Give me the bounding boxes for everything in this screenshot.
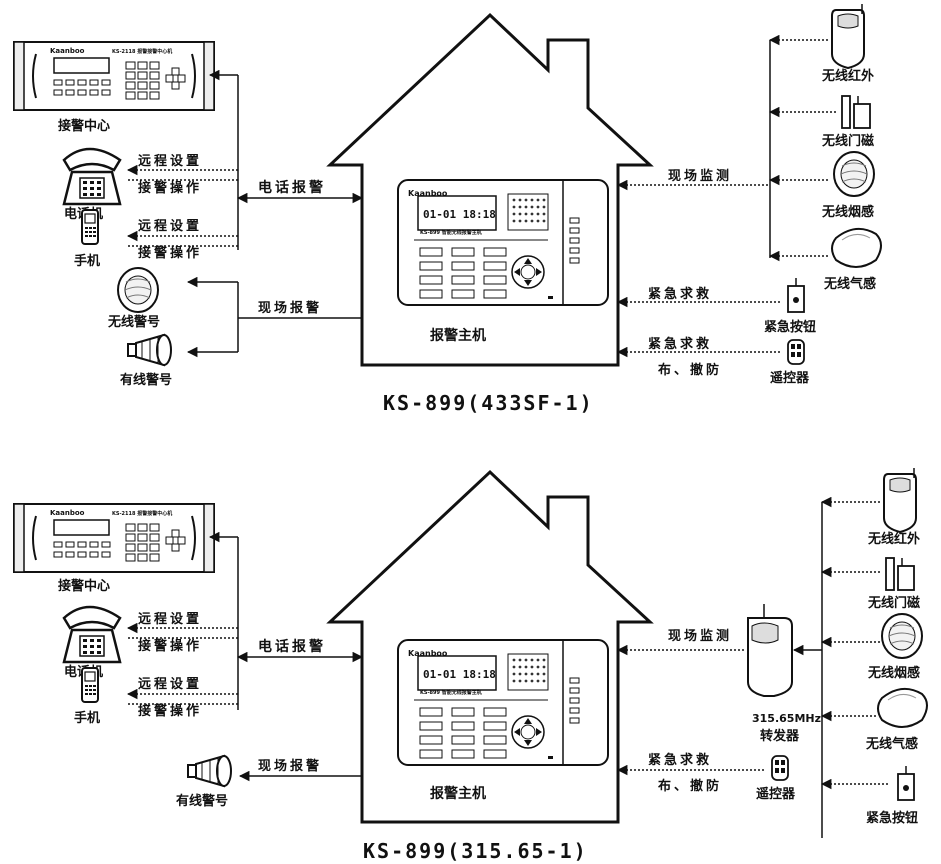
alarm-host-panel [397, 179, 609, 306]
wireless-siren-icon [117, 267, 159, 313]
remote-setting-2: 远程设置 [138, 219, 202, 234]
panel-brand: Kaanboo [408, 189, 448, 198]
wireless-door-label: 无线门磁 [867, 595, 920, 611]
wireless-siren-label: 无线警号 [107, 314, 160, 330]
wireless-pir-label: 无线红外 [867, 531, 920, 547]
repeater-icon [747, 604, 793, 697]
repeater-freq-label: 315.65MHz [752, 712, 821, 725]
alarm-host-panel [397, 639, 609, 766]
center-model: KS-2118 报警接警中心机 [112, 510, 172, 517]
phone-alarm-label: 电话报警 [258, 638, 326, 655]
alarm-operation-2: 接警操作 [138, 245, 202, 261]
remote-control-label: 遥控器 [770, 370, 810, 386]
emergency-button-icon [897, 765, 915, 801]
remote-control-icon [787, 339, 805, 365]
phone-alarm-label: 电话报警 [258, 179, 326, 196]
wireless-gas-label: 无线气感 [823, 276, 876, 292]
emergency-help-2: 紧急求救 [648, 336, 712, 352]
center-model: KS-2118 报警接警中心机 [112, 48, 172, 55]
alarm-operation-1: 接警操作 [138, 180, 202, 196]
remote-setting-2: 远程设置 [138, 677, 202, 692]
alarm-operation-1: 接警操作 [138, 638, 202, 654]
mobile-label: 手机 [74, 253, 100, 269]
host-label: 报警主机 [430, 785, 486, 802]
panel-model: KS-899 智能无线报警主机 [420, 229, 482, 236]
arm-disarm-label: 布、撤防 [658, 362, 722, 378]
host-label: 报警主机 [430, 327, 486, 344]
remote-control-icon [771, 755, 789, 781]
arm-disarm-label: 布、撤防 [658, 778, 722, 794]
center-brand: Kaanboo [50, 47, 85, 55]
emergency-button-icon [787, 277, 805, 313]
smoke-detector-icon [881, 613, 923, 659]
mobile-label: 手机 [74, 710, 100, 726]
remote-setting-1: 远程设置 [138, 154, 202, 169]
telephone-icon [62, 605, 122, 664]
bottom-diagram: Kaanboo 01-01 18:18 KS-899 智能无线报警主机 报警主机… [13, 467, 928, 863]
repeater-label: 转发器 [760, 728, 800, 744]
top-diagram: Kaanboo 01-01 18:18 KS-899 智能无线报警主机 报警主机… [13, 3, 882, 415]
wireless-gas-label: 无线气感 [865, 736, 918, 752]
smoke-detector-icon [833, 151, 875, 197]
alarm-center-label: 接警中心 [58, 118, 110, 134]
emergency-button-label: 紧急按钮 [764, 319, 816, 335]
wired-siren-label: 有线警号 [176, 793, 228, 809]
site-alarm-label: 现场报警 [258, 758, 322, 774]
emergency-help-label: 紧急求救 [648, 752, 712, 768]
remote-control-label: 遥控器 [756, 786, 796, 802]
wired-siren-label: 有线警号 [120, 372, 172, 388]
emergency-button-label: 紧急按钮 [866, 810, 918, 826]
panel-brand: Kaanboo [408, 649, 448, 658]
wired-siren-icon [187, 755, 232, 787]
alarm-operation-2: 接警操作 [138, 703, 202, 719]
site-monitor-label: 现场监测 [668, 168, 732, 184]
pir-icon [831, 3, 865, 69]
remote-setting-1: 远程设置 [138, 612, 202, 627]
center-brand: Kaanboo [50, 509, 85, 517]
telephone-icon [62, 147, 122, 206]
top-model-title: KS-899(433SF-1) [383, 391, 594, 415]
site-monitor-label: 现场监测 [668, 628, 732, 644]
panel-lcd: 01-01 18:18 [423, 668, 496, 681]
wireless-pir-label: 无线红外 [821, 68, 874, 84]
alarm-center-label: 接警中心 [58, 578, 110, 594]
emergency-help-1: 紧急求救 [648, 286, 712, 302]
door-sensor-icon [885, 557, 915, 591]
wireless-smoke-label: 无线烟感 [867, 665, 920, 681]
door-sensor-icon [841, 95, 871, 129]
pir-icon [883, 467, 917, 533]
panel-model: KS-899 智能无线报警主机 [420, 689, 482, 696]
gas-detector-icon [831, 227, 882, 268]
mobile-icon [81, 209, 99, 245]
site-alarm-label: 现场报警 [258, 300, 322, 316]
mobile-icon [81, 667, 99, 703]
wireless-smoke-label: 无线烟感 [821, 204, 874, 220]
panel-lcd: 01-01 18:18 [423, 208, 496, 221]
wireless-door-label: 无线门磁 [821, 133, 874, 149]
bottom-model-title: KS-899(315.65-1) [363, 839, 588, 863]
wired-siren-icon [127, 334, 172, 366]
gas-detector-icon [877, 687, 928, 728]
